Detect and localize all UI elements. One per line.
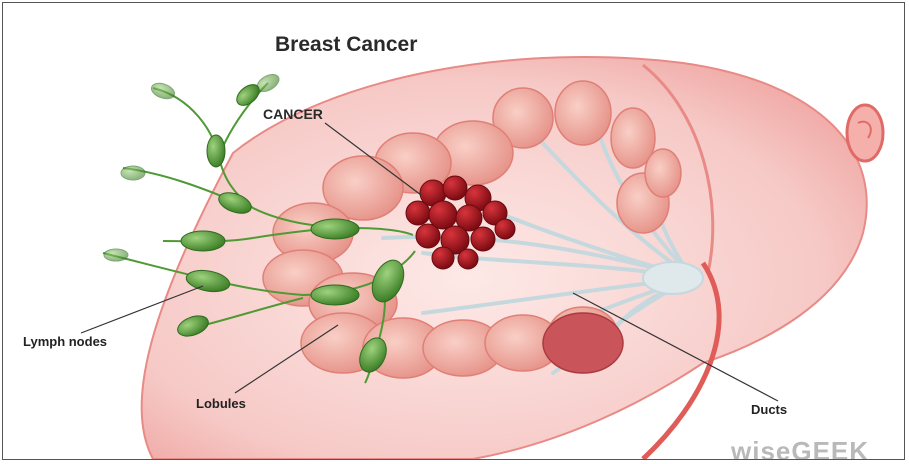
diagram-title: Breast Cancer — [275, 33, 417, 57]
cancer-label: CANCER — [263, 106, 323, 122]
ducts-label: Ducts — [751, 402, 787, 417]
lobules-label: Lobules — [196, 396, 246, 411]
watermark-logo: wiseGEEK — [731, 436, 869, 460]
breast-anatomy-illustration — [3, 3, 905, 460]
nipple-icon — [847, 105, 883, 161]
lymph-nodes-label: Lymph nodes — [23, 334, 107, 349]
duct-convergence — [643, 262, 703, 294]
